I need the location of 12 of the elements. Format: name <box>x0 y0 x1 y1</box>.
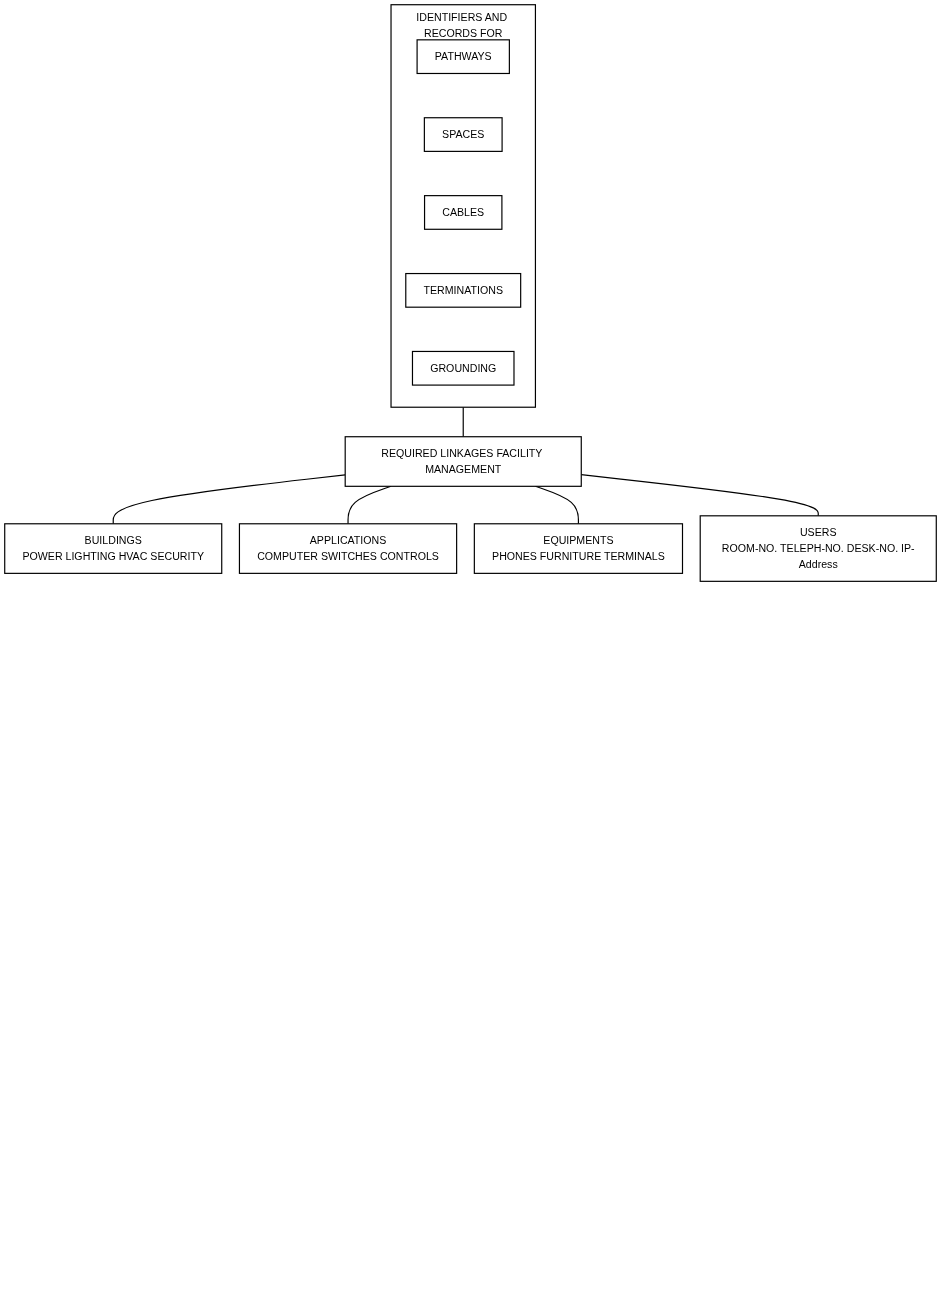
node-box: TERMINATIONS <box>405 272 522 308</box>
node-box: APPLICATIONS COMPUTER SWITCHES CONTROLS <box>238 523 458 574</box>
node-box: USERS ROOM-NO. TELEPH-NO. DESK-NO. IP-Address <box>699 515 937 582</box>
connector <box>112 474 346 525</box>
node-box: CABLES <box>423 195 503 230</box>
node-box: BUILDINGS POWER LIGHTING HVAC SECURITY <box>4 523 223 574</box>
node-box: SPACES <box>423 117 503 152</box>
connector <box>462 406 464 438</box>
node-box: PATHWAYS <box>416 39 510 75</box>
node-box: REQUIRED LINKAGES FACILITY MANAGEMENT <box>344 436 582 487</box>
node-box: EQUIPMENTS PHONES FURNITURE TERMINALS <box>473 523 684 574</box>
node-box: GROUNDING <box>411 350 515 386</box>
